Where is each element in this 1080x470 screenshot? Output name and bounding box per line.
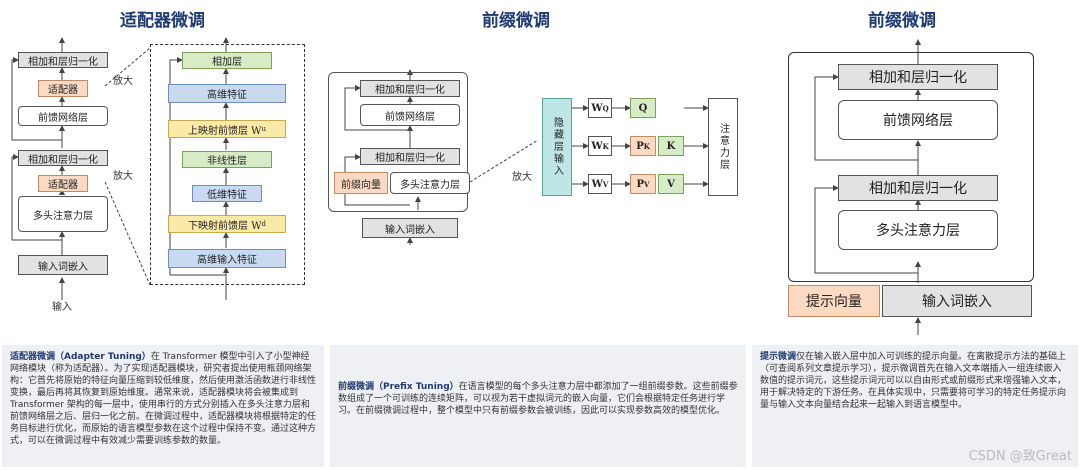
prefix-ffn: 前馈网络层	[360, 104, 460, 126]
prefix-add-norm-top: 相加和层归一化	[360, 80, 460, 97]
prefix-embed: 输入词嵌入	[362, 218, 458, 238]
adapter-add-norm-mid: 相加和层归一化	[18, 150, 108, 166]
adapter-description-head: 适配器微调（Adapter Tuning）	[10, 352, 151, 362]
zoom-label-top: 放大	[113, 76, 133, 87]
zoom-label-mid: 放大	[113, 171, 133, 182]
prompt-mha: 多头注意力层	[838, 210, 998, 250]
prompt-description-body: 仅在输入嵌入层中加入可训练的提示向量。在离散提示方法的基础上（可查阅系列文章提示…	[760, 352, 1067, 410]
prefix-mha: 多头注意力层	[390, 172, 470, 194]
adapter-nonlinear: 非线性层	[182, 151, 272, 168]
watermark: CSDN @致Great	[968, 449, 1072, 464]
prompt-vector: 提示向量	[788, 285, 880, 317]
prompt-add-norm-top: 相加和层归一化	[838, 64, 998, 90]
adapter-description-body: 在 Transformer 模型中引入了小型神经网络模块（称为适配器）。为了实现…	[10, 352, 317, 446]
key-box: K	[658, 136, 684, 156]
adapter-low-feature: 低维特征	[192, 185, 262, 202]
prefix-zoom-label: 放大	[512, 172, 532, 183]
adapter-high-feature: 高维特征	[168, 84, 286, 103]
adapter-mha: 多头注意力层	[18, 196, 108, 232]
prefix-description-body: 在语言模型的每个多头注意力层中都添加了一组前缀参数。这些前缀参数组成了一个可训练…	[338, 382, 738, 416]
adapter-block-mid: 适配器	[38, 175, 88, 192]
connector-lines	[11, 37, 921, 335]
adapter-ffn: 前馈网络层	[18, 106, 108, 126]
adapter-add-norm-top: 相加和层归一化	[18, 52, 108, 68]
prompt-ffn: 前馈网络层	[838, 100, 998, 140]
adapter-add-layer: 相加层	[182, 52, 272, 69]
prompt-embed: 输入词嵌入	[882, 285, 1032, 317]
attention-layer: 注意力层	[708, 98, 738, 196]
prompt-description: 提示微调仅在输入嵌入层中加入可训练的提示向量。在离散提示方法的基础上（可查阅系列…	[752, 345, 1078, 467]
query-box: Q	[630, 98, 656, 118]
panel1-title: 适配器微调	[120, 11, 205, 31]
prefix-block-frame	[328, 72, 468, 212]
prefix-description: 前缀微调（Prefix Tuning）在语言模型的每个多头注意力层中都添加了一组…	[330, 345, 746, 467]
adapter-description: 适配器微调（Adapter Tuning）在 Transformer 模型中引入…	[2, 345, 324, 467]
prefix-add-norm-mid: 相加和层归一化	[360, 148, 460, 165]
prompt-block-frame	[788, 52, 1034, 282]
adapter-block-top: 适配器	[38, 80, 88, 97]
panel3-title: 前缀微调	[868, 11, 936, 31]
prefix-description-head: 前缀微调（Prefix Tuning）	[338, 382, 459, 392]
value-box: V	[658, 174, 684, 194]
hidden-input: 隐藏层输入	[542, 98, 572, 196]
panel2-title: 前缀微调	[482, 11, 550, 31]
prompt-add-norm-mid: 相加和层归一化	[838, 175, 998, 201]
adapter-zoom-frame	[150, 44, 305, 285]
adapter-embed: 输入词嵌入	[18, 255, 108, 275]
adapter-high-input: 高维输入特征	[168, 249, 286, 268]
prefix-vector: 前缀向量	[334, 172, 388, 194]
prompt-description-head: 提示微调	[760, 352, 797, 362]
adapter-input-label: 输入	[52, 302, 72, 313]
